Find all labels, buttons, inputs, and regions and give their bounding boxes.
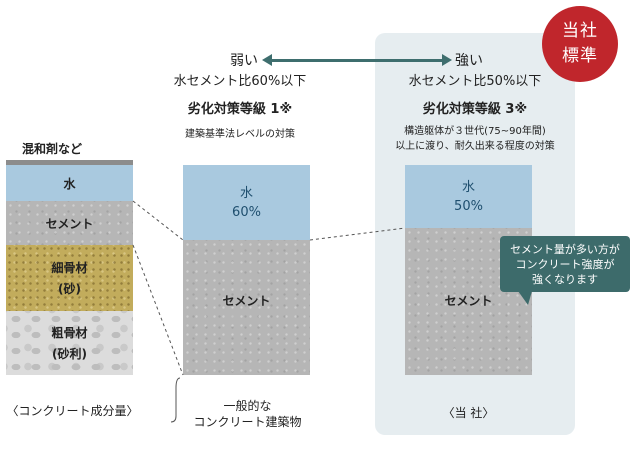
- composition-cement: セメント: [6, 201, 133, 245]
- standard-caption-line1: 一般的な: [223, 399, 272, 413]
- company-water-value: 50%: [454, 198, 483, 214]
- composition-caption: 〈コンクリート成分量〉: [6, 404, 139, 418]
- coarse-aggregate-sub: (砂利): [52, 347, 87, 361]
- company-water-bar: [405, 165, 532, 228]
- badge-line2: 標準: [562, 46, 598, 66]
- standard-bracket-left: [170, 377, 181, 423]
- composition-coarse-aggregate: 粗骨材 (砂利): [6, 311, 133, 375]
- company-note-line1: 構造躯体が３世代(75~90年間): [404, 126, 546, 137]
- company-standard-badge: 当社 標準: [542, 6, 618, 82]
- standard-cement-label: セメント: [222, 294, 271, 308]
- standard-caption: 一般的な コンクリート建築物: [170, 398, 325, 430]
- company-water-label-group: 水 50%: [405, 178, 532, 216]
- standard-water-label-group: 水 60%: [183, 184, 310, 222]
- scale-arrow-line: [268, 59, 442, 62]
- fine-aggregate-sub: (砂): [58, 282, 81, 296]
- standard-water-value: 60%: [232, 204, 261, 220]
- composition-cement-label: セメント: [45, 216, 94, 231]
- callout-line3: 強くなります: [532, 272, 598, 286]
- arrow-right-icon: [442, 54, 452, 66]
- scale-weak-label: 弱い: [230, 53, 258, 69]
- coarse-aggregate-label: 粗骨材: [51, 326, 88, 340]
- company-grade: 劣化対策等級 3※: [422, 102, 528, 117]
- company-note-line2: 以上に渡り、耐久出来る程度の対策: [395, 141, 555, 152]
- connector-line-cement-bottom: [132, 244, 184, 376]
- standard-grade: 劣化対策等級 1※: [187, 102, 293, 117]
- composition-water-label: 水: [63, 176, 76, 191]
- connector-line-water-cement: [132, 200, 184, 241]
- admixture-layer: [6, 160, 133, 165]
- callout-bubble: セメント量が多い方が コンクリート強度が 強くなります: [500, 236, 630, 292]
- admixture-label: 混和剤など: [22, 142, 83, 156]
- standard-water-label: 水: [239, 185, 253, 201]
- standard-note: 建築基準法レベルの対策: [185, 129, 295, 140]
- standard-water-bar: [183, 165, 310, 240]
- company-cement-label: セメント: [444, 294, 493, 308]
- badge-line1: 当社: [562, 21, 598, 41]
- scale-strong-label: 強い: [455, 53, 483, 69]
- callout-line2: コンクリート強度が: [515, 257, 615, 271]
- standard-ratio: 水セメント比60%以下: [173, 74, 307, 89]
- fine-aggregate-label: 細骨材: [51, 261, 88, 275]
- callout-tail: [518, 291, 532, 305]
- standard-cement-bar: [183, 240, 310, 375]
- company-water-label: 水: [461, 179, 475, 195]
- composition-fine-aggregate: 細骨材 (砂): [6, 245, 133, 311]
- arrow-left-icon: [262, 54, 272, 66]
- standard-caption-line2: コンクリート建築物: [193, 415, 302, 429]
- callout-line1: セメント量が多い方が: [510, 242, 620, 256]
- company-caption: 〈当 社〉: [442, 406, 495, 420]
- connector-line-std-company: [309, 227, 406, 241]
- company-ratio: 水セメント比50%以下: [408, 74, 542, 89]
- composition-water: 水: [6, 165, 133, 201]
